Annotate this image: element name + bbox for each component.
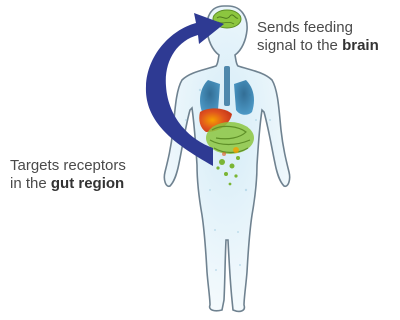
gut-label-prefix: in the (10, 175, 51, 192)
gut-label-line2: in the gut region (10, 175, 126, 193)
brain-label-bold: brain (342, 37, 379, 54)
brain-label-line2: signal to the brain (257, 37, 379, 55)
gut-receptors-label: Targets receptors in the gut region (10, 157, 126, 193)
brain-label-line1: Sends feeding (257, 19, 379, 37)
gut-label-bold: gut region (51, 175, 124, 192)
brain-signal-label: Sends feeding signal to the brain (257, 19, 379, 55)
brain-label-prefix: signal to the (257, 37, 342, 54)
gut-label-line1: Targets receptors (10, 157, 126, 175)
